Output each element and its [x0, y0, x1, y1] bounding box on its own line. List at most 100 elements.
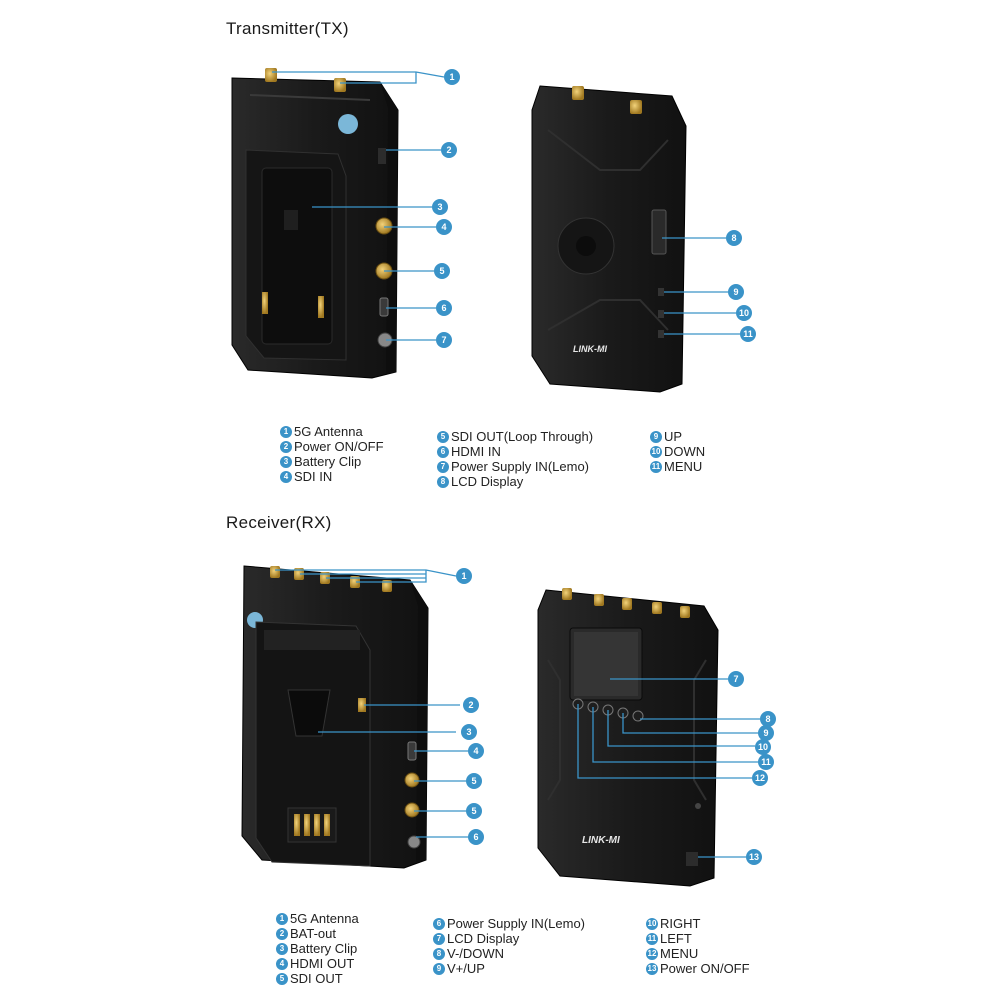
- rx-callout-badge: [466, 803, 482, 819]
- legend-badge: 10: [650, 445, 662, 458]
- rx-lemo-port: [407, 835, 421, 849]
- tx-callout-badge: [728, 284, 744, 300]
- tx-callout-badge: [444, 69, 460, 85]
- legend-label: LCD Display: [447, 931, 520, 946]
- legend-badge: 2: [280, 440, 292, 453]
- legend-badge: 4: [276, 957, 288, 970]
- tx-callout-number: 5: [439, 266, 444, 276]
- rx-callout-badge: [468, 743, 484, 759]
- tx-callout-number: 6: [441, 303, 446, 313]
- tx-callout-badge: [436, 300, 452, 316]
- legend-label: Power ON/OFF: [294, 439, 384, 454]
- tx-antenna-connector-right: [334, 78, 346, 92]
- rx-callout-lines: [275, 569, 760, 858]
- legend-label: UP: [664, 429, 683, 444]
- legend-label: BAT-out: [290, 926, 337, 941]
- legend-label: 5G Antenna: [294, 424, 363, 439]
- legend-badge: 6: [437, 445, 449, 458]
- legend-badge: 8: [433, 947, 445, 960]
- tx-callout-badge: [441, 142, 457, 158]
- legend-badge: 7: [433, 932, 445, 945]
- legend-badge: 6: [433, 917, 445, 930]
- tx-section-title: Transmitter(TX): [226, 19, 349, 38]
- rx-sdi-out-port-1: [404, 772, 420, 788]
- rx-callout-number: 10: [758, 742, 768, 752]
- rx-antenna-connector: [382, 580, 392, 592]
- rx-brand-logo: LINK-MI: [582, 835, 620, 846]
- legend-badge: 1: [276, 912, 288, 925]
- rx-callout-badge: [758, 725, 774, 741]
- rx-callout-number: 3: [466, 727, 471, 737]
- rx-back-device: LINK-MI: [537, 588, 719, 887]
- tx-callout-badge: [736, 305, 752, 321]
- legend-badge: 2: [276, 927, 288, 940]
- rx-callout-badge: [463, 697, 479, 713]
- rx-antenna-connector: [350, 576, 360, 588]
- tx-callout-number: 1: [449, 72, 454, 82]
- tx-callout-badge: [740, 326, 756, 342]
- tx-antenna-connector-left: [265, 68, 277, 82]
- legend-label: V-/DOWN: [447, 946, 505, 961]
- rx-callout-number: 13: [749, 852, 759, 862]
- tx-up-button[interactable]: [658, 288, 664, 296]
- rx-callout-badge: [755, 739, 771, 755]
- legend-badge: 1: [280, 425, 292, 438]
- tx-back-device: LINK-MI: [531, 85, 687, 393]
- tx-callout-badges: 1 2 3 4 5 6 7 8 9 10 11: [432, 69, 756, 348]
- legend-label: LEFT: [660, 931, 692, 946]
- rx-callout-number: 5: [471, 806, 476, 816]
- tx-front-device: [231, 68, 399, 379]
- rx-callout-badge: [468, 829, 484, 845]
- rx-callout-number: 1: [461, 571, 466, 581]
- tx-brand-logo: LINK-MI: [573, 344, 607, 354]
- legend-badge: 8: [437, 475, 449, 488]
- tx-callout-number: 9: [733, 287, 738, 297]
- tx-callout-badge: [434, 263, 450, 279]
- tx-menu-button[interactable]: [658, 330, 664, 338]
- tx-back-antenna-left: [572, 86, 584, 100]
- legend-label: 5G Antenna: [290, 911, 359, 926]
- legend-label: LCD Display: [451, 474, 524, 489]
- tx-callout-badge: [436, 332, 452, 348]
- legend-label: V+/UP: [447, 961, 485, 976]
- legend-badge: 12: [646, 947, 658, 960]
- tx-down-button[interactable]: [658, 310, 664, 318]
- rx-antenna-connector: [270, 566, 280, 578]
- legend-badge: 5: [437, 430, 449, 443]
- legend-badge: 7: [437, 460, 449, 473]
- legend-label: SDI OUT(Loop Through): [451, 429, 594, 444]
- tx-callout-badge: [436, 219, 452, 235]
- rx-callout-badges: 1 2 3 4 5 5 6 7 8 9 10 11 12 13: [456, 568, 776, 865]
- legend-badge: 5: [276, 972, 288, 985]
- legend-badge: 10: [646, 917, 658, 930]
- legend-label: Power Supply IN(Lemo): [447, 916, 585, 931]
- rx-antenna-connector: [294, 568, 304, 580]
- legend-label: HDMI OUT: [290, 956, 355, 971]
- rx-callout-badge: [760, 711, 776, 727]
- tx-callout-number: 8: [731, 233, 736, 243]
- legend-label: Power ON/OFF: [660, 961, 750, 976]
- tx-callout-number: 3: [437, 202, 442, 212]
